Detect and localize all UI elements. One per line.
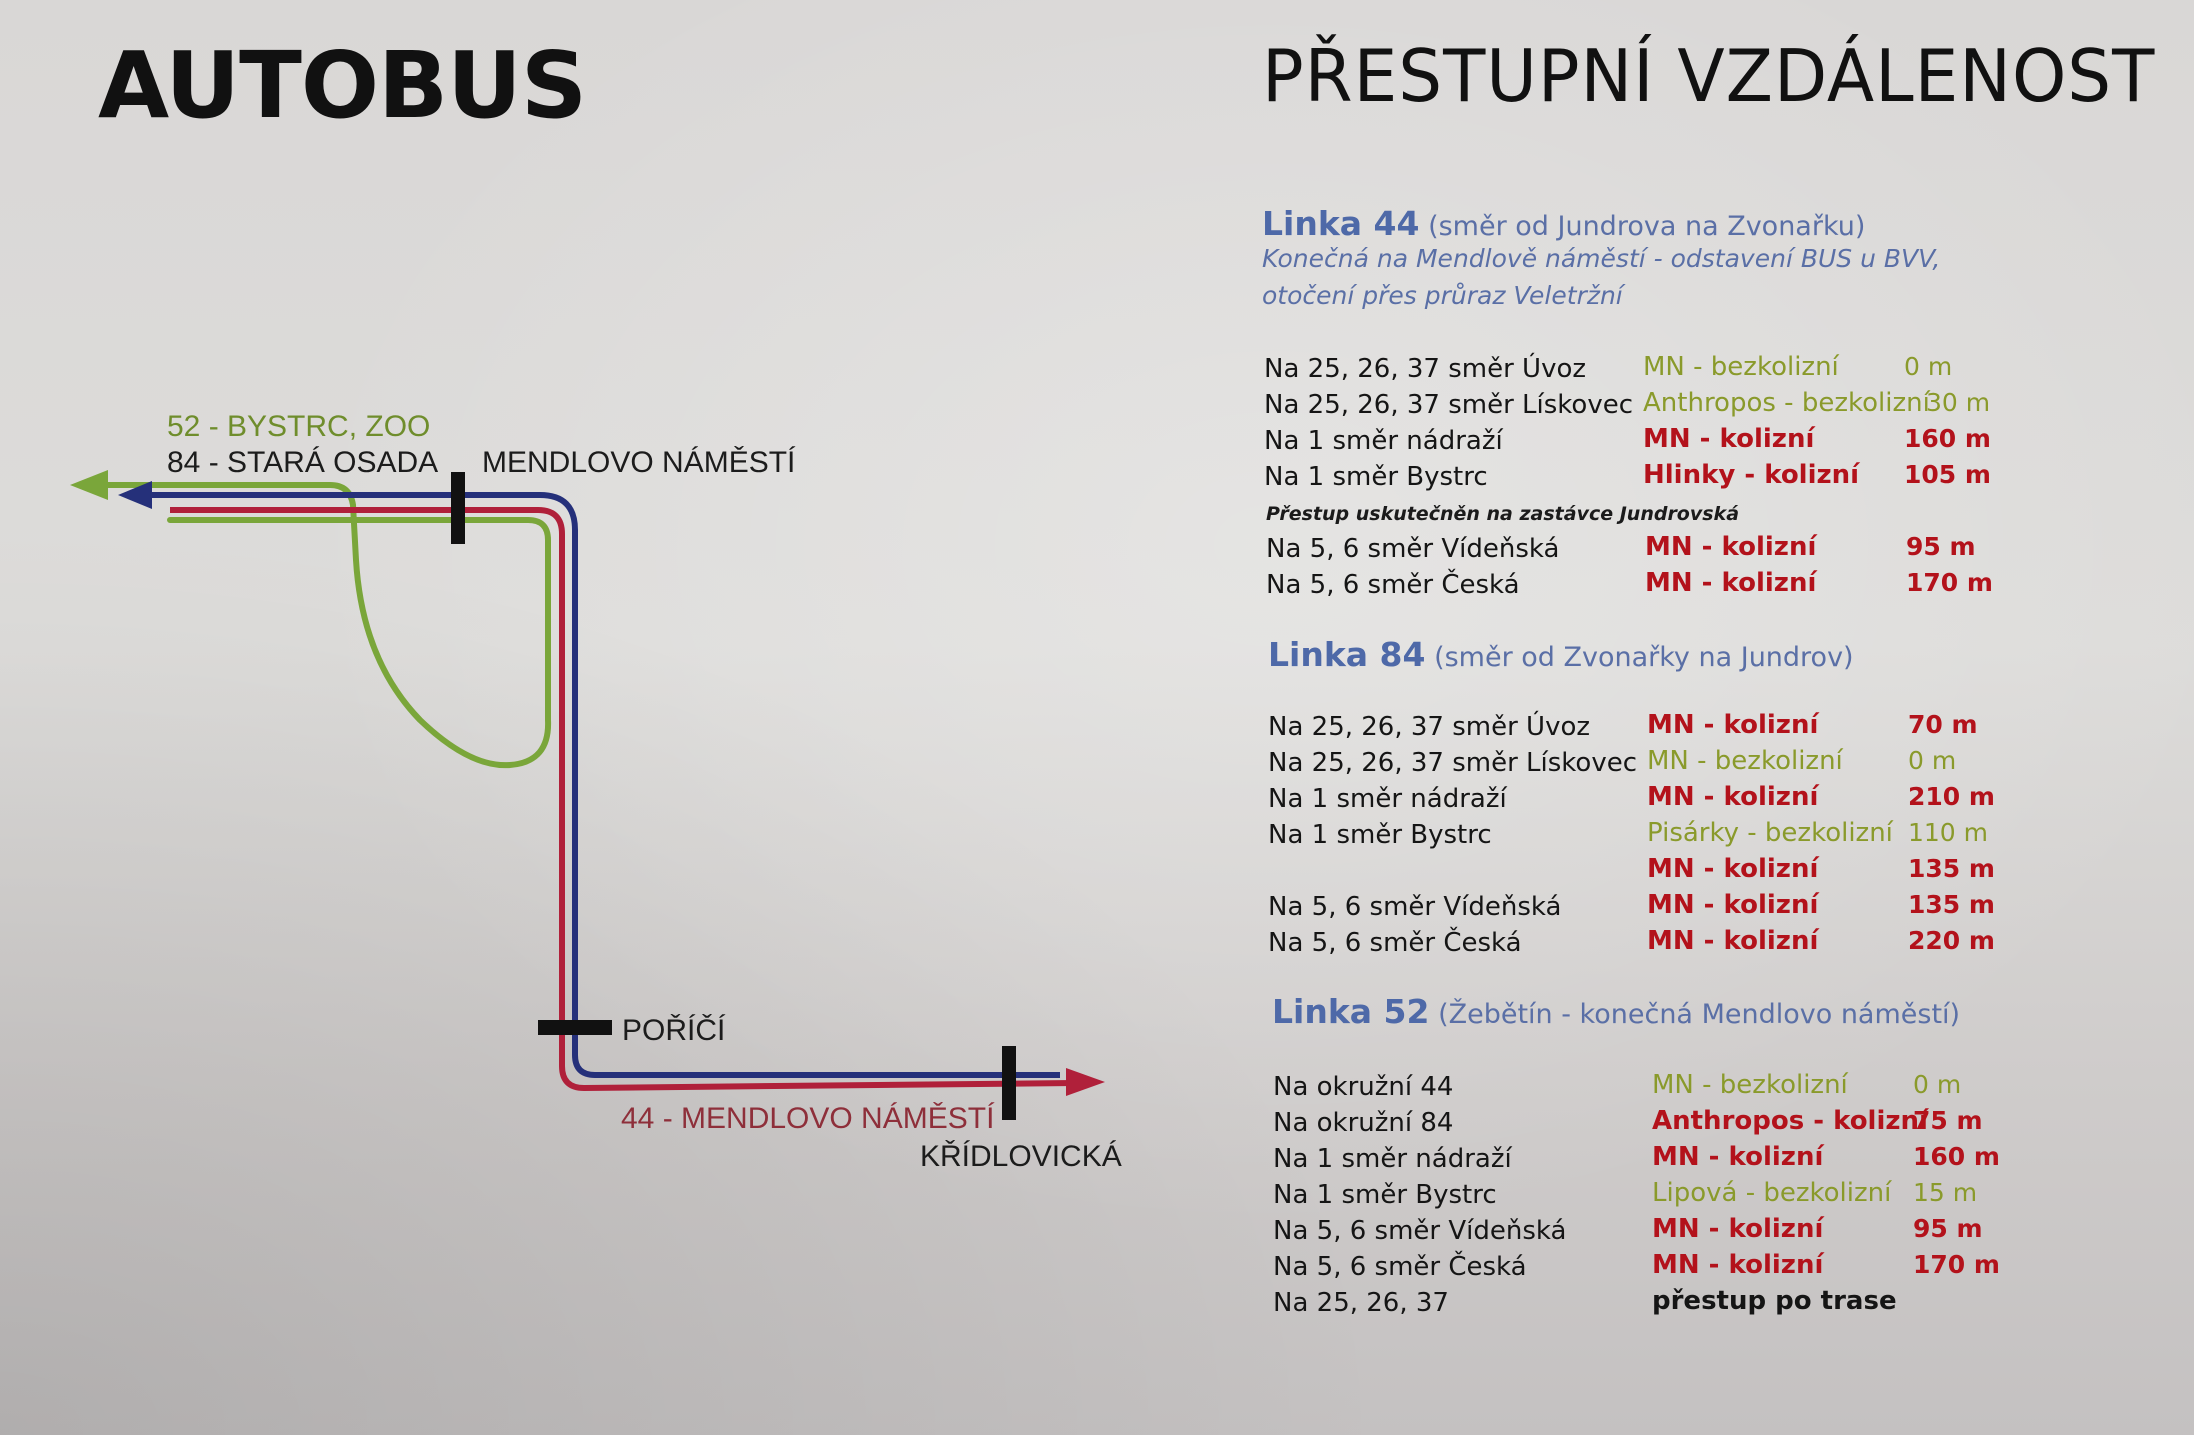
linka-44-note-2: otočení přes průraz Veletržní [1262,281,1623,310]
row-transfer-type: MN - kolizní [1647,782,1819,812]
linka-44-transfer-note: Přestup uskutečněn na zastávce Jundrovsk… [1266,503,1740,525]
stop-bar-kridlovicka [1002,1046,1016,1120]
row-destination: Na 5, 6 směr Česká [1273,1252,1527,1282]
row-destination: Na 5, 6 směr Vídeňská [1268,892,1562,922]
linka-52-header: Linka 52 (Žebětín - konečná Mendlovo nám… [1272,992,1960,1031]
row-transfer-type: MN - kolizní [1647,854,1819,884]
map-label-stop-mendlovo: MENDLOVO NÁMĚSTÍ [482,446,796,479]
row-destination: Na 5, 6 směr Česká [1268,928,1522,958]
route-map: 52 - BYSTRC, ZOO 84 - STARÁ OSADA MENDLO… [70,410,1122,1173]
row-distance: 220 m [1908,926,1995,955]
row-distance: 170 m [1913,1250,2000,1279]
row-destination: Na 5, 6 směr Vídeňská [1273,1216,1567,1246]
row-distance: 75 m [1913,1106,1983,1135]
linka-84-title: Linka 84 [1268,635,1426,674]
row-transfer-type: Anthropos - kolizní [1652,1106,1928,1136]
map-label-stop-kridlovicka: KŘÍDLOVICKÁ [920,1140,1122,1173]
row-destination: Na 1 směr Bystrc [1273,1180,1497,1210]
row-distance: 105 m [1904,460,1991,489]
row-destination: Na 25, 26, 37 směr Úvoz [1264,354,1587,384]
linka-84-header: Linka 84 (směr od Zvonařky na Jundrov) [1268,635,1854,674]
row-distance: 15 m [1913,1178,1978,1207]
row-transfer-type: Pisárky - bezkolizní [1647,818,1893,848]
row-transfer-type: MN - kolizní [1647,890,1819,920]
row-destination: Na 1 směr Bystrc [1264,462,1488,492]
row-destination: Na okružní 84 [1273,1108,1454,1138]
row-transfer-type: MN - bezkolizní [1647,746,1843,776]
row-distance: 135 m [1908,854,1995,883]
row-destination: Na okružní 44 [1273,1072,1454,1102]
linka-84-subtitle: (směr od Zvonařky na Jundrov) [1434,642,1854,673]
linka-44-header: Linka 44 (směr od Jundrova na Zvonařku) [1262,204,1865,243]
row-transfer-type: MN - kolizní [1645,568,1817,598]
row-destination: Na 25, 26, 37 [1273,1288,1449,1318]
row-transfer-type: Anthropos - bezkolizní [1643,388,1930,418]
row-distance: 30 m [1926,388,1991,417]
linka-52-subtitle: (Žebětín - konečná Mendlovo náměstí) [1438,999,1961,1030]
linka-44-title: Linka 44 [1262,204,1420,243]
line-52 [92,482,552,769]
heading-autobus: AUTOBUS [98,32,587,139]
row-transfer-type: MN - bezkolizní [1643,352,1839,382]
row-transfer-type: MN - kolizní [1652,1142,1824,1172]
row-destination: Na 1 směr nádraží [1268,784,1507,814]
arrow-44-east [1066,1068,1105,1096]
row-transfer-type: MN - bezkolizní [1652,1070,1848,1100]
row-transfer-type: MN - kolizní [1652,1214,1824,1244]
row-destination: Na 1 směr nádraží [1264,426,1503,456]
row-destination: Na 5, 6 směr Česká [1266,570,1520,600]
row-transfer-type: přestup po trase [1652,1286,1897,1316]
map-label-route-84: 84 - STARÁ OSADA [167,446,438,479]
row-destination: Na 1 směr nádraží [1273,1144,1512,1174]
row-distance: 210 m [1908,782,1995,811]
row-distance: 0 m [1904,352,1953,381]
row-distance: 160 m [1913,1142,2000,1171]
arrow-52-west [70,470,108,500]
linka-44-subtitle: (směr od Jundrova na Zvonařku) [1428,211,1866,242]
row-destination: Na 25, 26, 37 směr Lískovec [1264,390,1634,420]
row-destination: Na 1 směr Bystrc [1268,820,1492,850]
map-label-route-52: 52 - BYSTRC, ZOO [167,410,430,443]
row-distance: 70 m [1908,710,1978,739]
heading-transfer-distance: PŘESTUPNÍ VZDÁLENOST [1262,34,2156,118]
row-distance: 95 m [1913,1214,1983,1243]
linka-52-title: Linka 52 [1272,992,1430,1031]
stop-bar-porici [538,1020,612,1035]
row-distance: 135 m [1908,890,1995,919]
row-transfer-type: MN - kolizní [1652,1250,1824,1280]
row-transfer-type: Hlinky - kolizní [1643,460,1860,490]
row-distance: 170 m [1906,568,1993,597]
row-transfer-type: MN - kolizní [1643,424,1815,454]
row-distance: 95 m [1906,532,1976,561]
stop-bar-mendlovo [451,472,465,544]
row-transfer-type: MN - kolizní [1647,710,1819,740]
row-distance: 0 m [1908,746,1957,775]
row-destination: Na 25, 26, 37 směr Lískovec [1268,748,1638,778]
line-84 [125,492,1060,1078]
row-distance: 160 m [1904,424,1991,453]
row-transfer-type: MN - kolizní [1647,926,1819,956]
arrow-84-west [118,481,152,509]
row-transfer-type: MN - kolizní [1645,532,1817,562]
row-destination: Na 5, 6 směr Vídeňská [1266,534,1560,564]
map-label-stop-porici: POŘÍČÍ [622,1013,726,1047]
row-distance: 110 m [1908,818,1989,847]
map-label-route-44: 44 - MENDLOVO NÁMĚSTÍ [621,1102,995,1135]
row-destination: Na 25, 26, 37 směr Úvoz [1268,712,1591,742]
linka-44-note-1: Konečná na Mendlově náměstí - odstavení … [1262,244,1941,273]
line-44 [170,507,1076,1091]
row-transfer-type: Lipová - bezkolizní [1652,1178,1892,1208]
row-distance: 0 m [1913,1070,1962,1099]
